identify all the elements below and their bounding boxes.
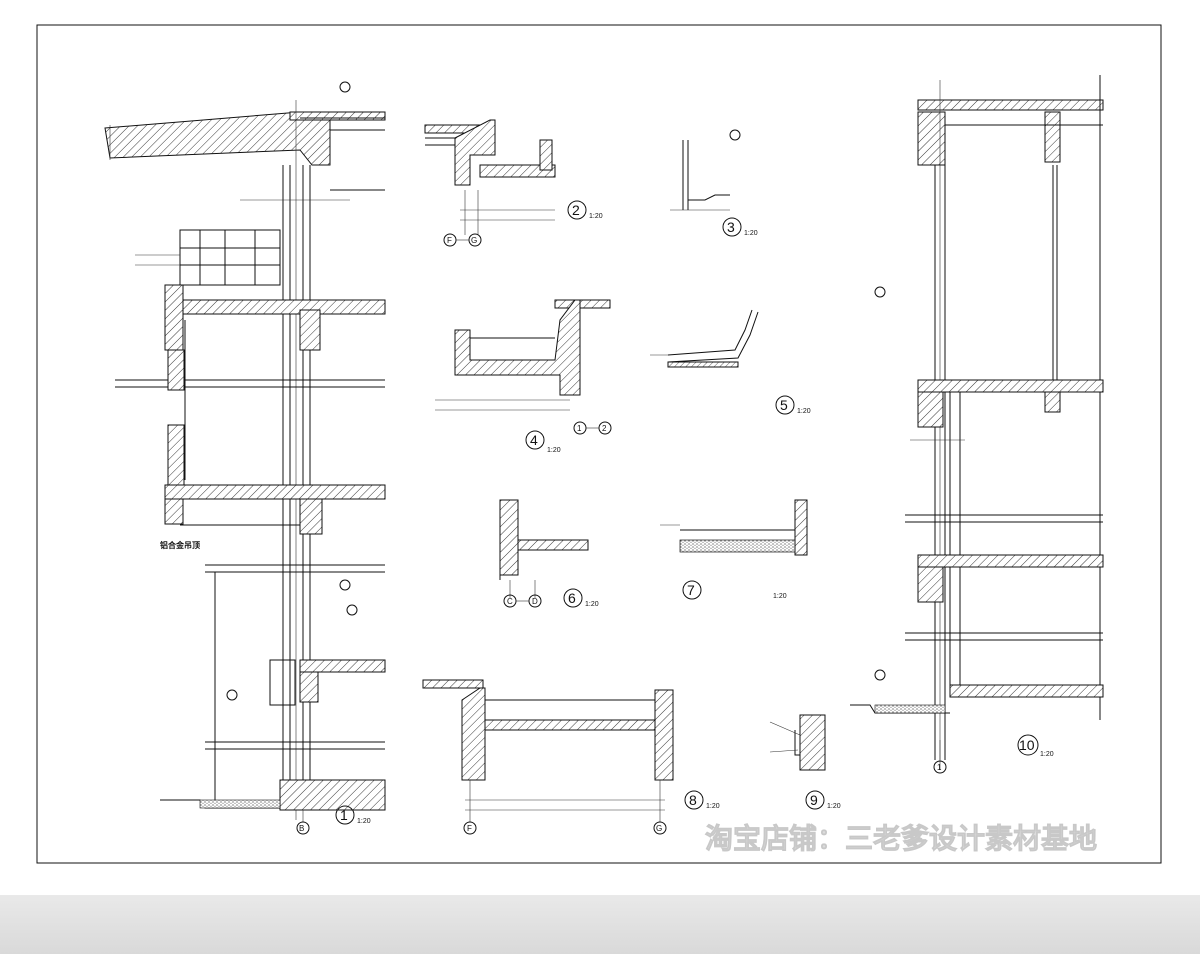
svg-text:10: 10 — [1019, 737, 1035, 753]
detail-5-tag: 5 1:20 — [775, 395, 811, 415]
svg-text:4: 4 — [530, 432, 538, 448]
svg-text:1:20: 1:20 — [1040, 751, 1054, 758]
svg-text:1:20: 1:20 — [827, 803, 841, 810]
detail-10-tag: 10 1:20 — [1017, 734, 1054, 758]
detail-3-section — [670, 129, 741, 211]
detail-8-section: F G — [422, 679, 674, 835]
detail-8-tag: 8 1:20 — [684, 790, 720, 810]
axis-g-8: G — [656, 824, 662, 833]
detail-9-tag: 9 1:20 — [805, 790, 841, 810]
detail-6-section: C D — [499, 499, 589, 608]
svg-text:1:20: 1:20 — [773, 593, 787, 600]
detail-2-tag: 2 1:20 — [567, 200, 603, 220]
watermark: 淘宝店铺：三老爹设计素材基地 — [705, 822, 1097, 855]
detail-2-section: F G — [424, 119, 556, 247]
detail-7-section — [660, 499, 808, 556]
svg-text:5: 5 — [780, 397, 788, 413]
svg-text:8: 8 — [689, 792, 697, 808]
axis-b: B — [299, 824, 304, 833]
detail-7-tag: 7 1:20 — [682, 580, 787, 600]
axis-1-4: 1 — [577, 424, 582, 433]
axis-g-2: G — [471, 236, 477, 245]
detail-9-section — [769, 714, 826, 771]
axis-1-10: 1 — [937, 763, 942, 772]
detail-1-section: 铝合金吊顶 B — [104, 81, 386, 835]
svg-text:2: 2 — [572, 202, 580, 218]
svg-text:9: 9 — [810, 792, 818, 808]
axis-c: C — [507, 597, 513, 606]
axis-f-8: F — [467, 824, 472, 833]
svg-text:1:20: 1:20 — [357, 818, 371, 825]
svg-text:1: 1 — [340, 807, 348, 823]
svg-text:1:20: 1:20 — [744, 230, 758, 237]
svg-text:1:20: 1:20 — [547, 447, 561, 454]
detail-3-tag: 3 1:20 — [722, 217, 758, 237]
detail-4-section: 1 2 — [435, 299, 612, 435]
detail-5-section — [650, 309, 759, 368]
axis-2-4: 2 — [602, 424, 607, 433]
axis-f-2: F — [447, 236, 452, 245]
axis-d: D — [532, 597, 538, 606]
footer-band — [0, 895, 1200, 954]
svg-text:7: 7 — [687, 582, 695, 598]
svg-text:1:20: 1:20 — [797, 408, 811, 415]
detail-1-tag: 1 1:20 — [335, 805, 371, 825]
detail-6-tag: 6 1:20 — [563, 588, 599, 608]
svg-text:6: 6 — [568, 590, 576, 606]
svg-text:1:20: 1:20 — [585, 601, 599, 608]
detail-4-tag: 4 1:20 — [525, 430, 561, 454]
svg-text:3: 3 — [727, 219, 735, 235]
detail-10-section: 1 — [850, 75, 1104, 774]
label-aluminum-ceiling: 铝合金吊顶 — [160, 540, 200, 550]
svg-text:1:20: 1:20 — [706, 803, 720, 810]
svg-text:1:20: 1:20 — [589, 213, 603, 220]
